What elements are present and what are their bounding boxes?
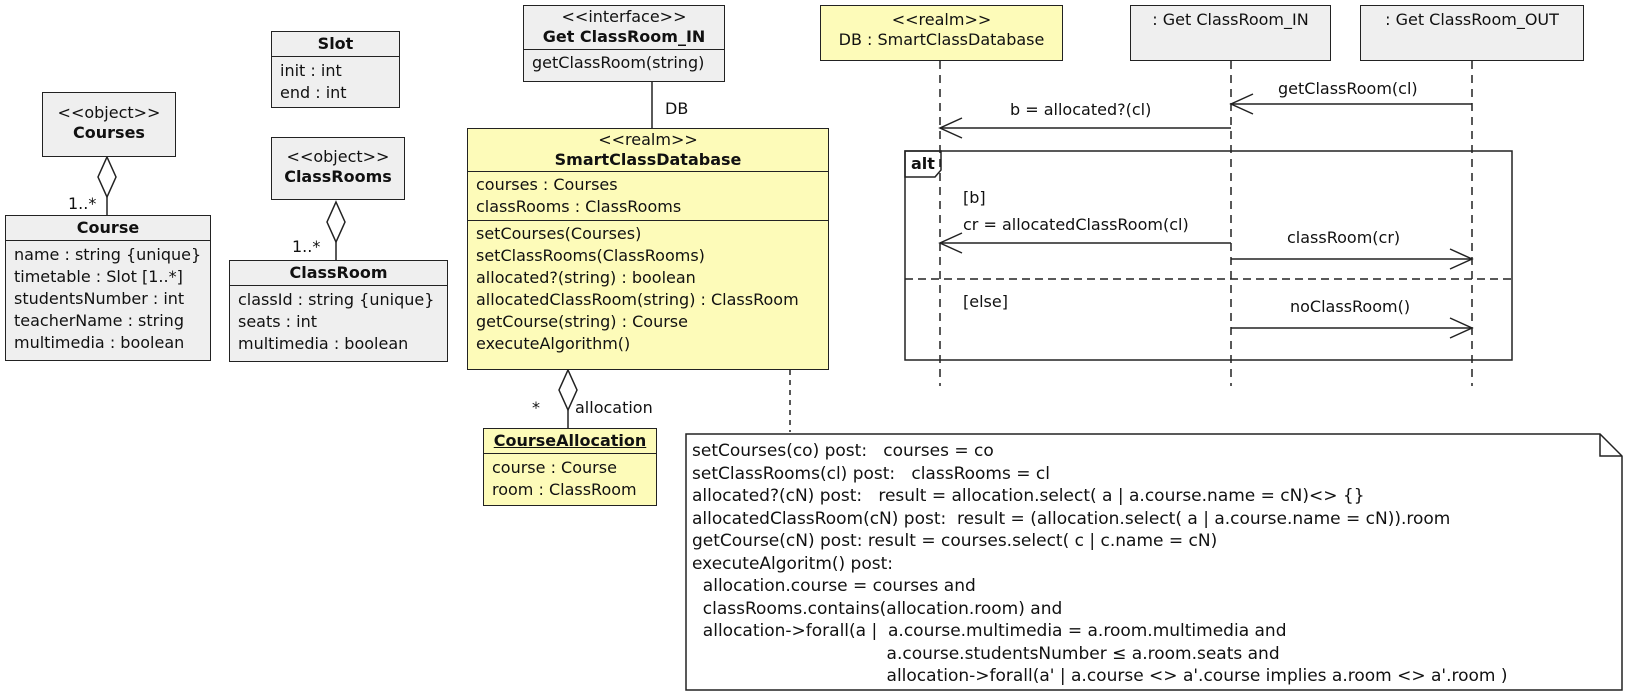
msg-get-label: getClassRoom(cl): [1278, 79, 1418, 98]
lifeline-out-name: : Get ClassRoom_OUT: [1385, 10, 1559, 29]
course-attr: teacherName : string: [14, 311, 184, 330]
msg-classroom-label: classRoom(cr): [1287, 228, 1401, 247]
slot-class-name: Slot: [272, 32, 399, 57]
lifeline-db-stereotype: <<realm>>: [891, 10, 992, 29]
guard-b: [b]: [963, 188, 986, 207]
course-allocation-attr: course : Course: [492, 458, 617, 477]
msg-noclass-label: noClassRoom(): [1290, 297, 1411, 316]
msg-get-arrow: [1229, 93, 1254, 115]
course-allocation-class: CourseAllocation course : Course room : …: [483, 428, 657, 506]
interface-operations: getClassRoom(string): [524, 50, 724, 77]
constraints-note: setCourses(co) post: courses = co setCla…: [692, 441, 1508, 686]
lifeline-in-head: : Get ClassRoom_IN: [1130, 5, 1331, 61]
slot-class: Slot init : int end : int: [271, 31, 400, 108]
course-allocation-name: CourseAllocation: [484, 429, 656, 454]
realm-op: executeAlgorithm(): [476, 334, 631, 353]
classroom-class-name: ClassRoom: [230, 261, 447, 286]
alt-frame: [904, 150, 1513, 361]
interface-box: <<interface>> Get ClassRoom_IN getClassR…: [523, 5, 725, 82]
lifeline-in-name: : Get ClassRoom_IN: [1152, 10, 1309, 29]
realm-op: getCourse(string) : Course: [476, 312, 688, 331]
classroom-attr: multimedia : boolean: [238, 334, 409, 353]
courses-multiplicity: 1..*: [68, 194, 97, 213]
course-allocation-attr: room : ClassRoom: [492, 480, 637, 499]
allocation-multiplicity: *: [532, 398, 540, 417]
course-attr: name : string {unique}: [14, 245, 202, 264]
classroom-attr: seats : int: [238, 312, 318, 331]
realm-attr: courses : Courses: [476, 175, 618, 194]
classroom-attr: classId : string {unique}: [238, 290, 435, 309]
classroom-class: ClassRoom classId : string {unique} seat…: [229, 260, 448, 362]
courses-aggregation-diamond: [97, 155, 117, 199]
realm-header: <<realm>> SmartClassDatabase: [468, 129, 828, 172]
realm-op: setClassRooms(ClassRooms): [476, 246, 705, 265]
realm-op: setCourses(Courses): [476, 224, 642, 243]
course-class-name: Course: [6, 216, 210, 241]
note-fold: [1599, 434, 1622, 457]
interface-stereotype: <<interface>>: [561, 7, 687, 26]
allocation-aggregation-diamond: [558, 368, 578, 412]
msg-alloc-arrow: [938, 117, 963, 139]
course-attr: studentsNumber : int: [14, 289, 185, 308]
courses-stereotype: <<object>>: [57, 103, 161, 122]
slot-attributes: init : int end : int: [272, 57, 399, 107]
classroom-attributes: classId : string {unique} seats : int mu…: [230, 286, 447, 358]
course-attr: timetable : Slot [1..*]: [14, 267, 183, 286]
msg-cr-arrow: [938, 232, 963, 254]
realm-stereotype: <<realm>>: [598, 130, 698, 149]
classrooms-stereotype: <<object>>: [286, 147, 390, 166]
lifeline-db-head: <<realm>> DB : SmartClassDatabase: [820, 5, 1063, 61]
realm-op: allocatedClassRoom(string) : ClassRoom: [476, 290, 799, 309]
alt-frame-label: alt: [911, 154, 935, 173]
realm-op: allocated?(string) : boolean: [476, 268, 696, 287]
msg-alloc-label: b = allocated?(cl): [1010, 100, 1152, 119]
slot-attr: init : int: [280, 61, 342, 80]
allocation-role: allocation: [575, 398, 653, 417]
classrooms-multiplicity: 1..*: [292, 237, 321, 256]
course-class: Course name : string {unique} timetable …: [5, 215, 211, 361]
course-attributes: name : string {unique} timetable : Slot …: [6, 241, 210, 357]
lifeline-out-head: : Get ClassRoom_OUT: [1360, 5, 1584, 61]
interface-op: getClassRoom(string): [532, 53, 705, 72]
realm-attr: classRooms : ClassRooms: [476, 197, 682, 216]
lifeline-db-name: DB : SmartClassDatabase: [838, 30, 1045, 49]
course-allocation-attributes: course : Course room : ClassRoom: [484, 454, 656, 504]
realm-attributes: courses : Courses classRooms : ClassRoom…: [468, 172, 828, 221]
msg-classroom-arrow: [1449, 248, 1474, 270]
db-label: DB: [665, 99, 689, 118]
alt-frame-tag: [904, 150, 942, 178]
realm-class: <<realm>> SmartClassDatabase courses : C…: [467, 128, 829, 370]
note-shape: [685, 433, 1623, 691]
msg-noclass-arrow: [1449, 317, 1474, 339]
classrooms-aggregation-diamond: [326, 200, 346, 244]
guard-else: [else]: [963, 292, 1008, 311]
realm-operations: setCourses(Courses) setClassRooms(ClassR…: [468, 221, 828, 358]
msg-cr-label: cr = allocatedClassRoom(cl): [963, 215, 1189, 234]
courses-name: Courses: [73, 123, 145, 142]
courses-object: <<object>> Courses: [42, 92, 176, 157]
course-attr: multimedia : boolean: [14, 333, 185, 352]
interface-header: <<interface>> Get ClassRoom_IN: [524, 6, 724, 50]
realm-name: SmartClassDatabase: [554, 150, 742, 169]
classrooms-name: ClassRooms: [284, 167, 392, 186]
slot-attr: end : int: [280, 83, 347, 102]
classrooms-object: <<object>> ClassRooms: [271, 137, 405, 200]
interface-name: Get ClassRoom_IN: [542, 27, 706, 46]
